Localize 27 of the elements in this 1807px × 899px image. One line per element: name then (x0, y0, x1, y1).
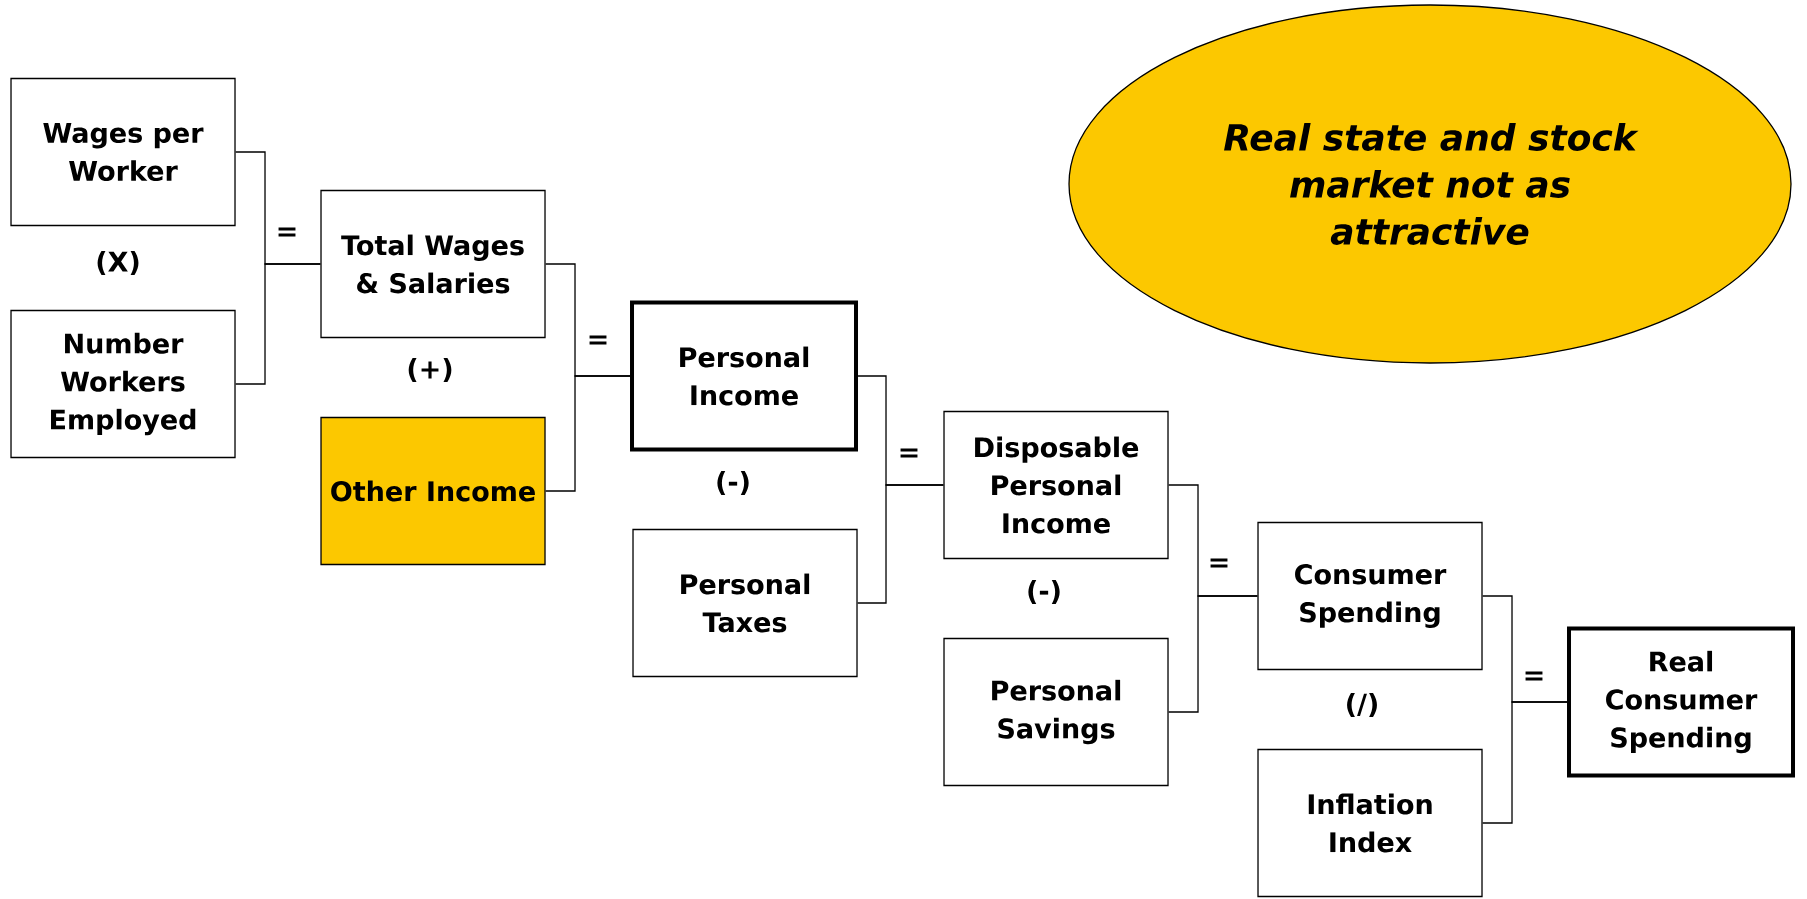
process-box: Other Income (320, 416, 546, 566)
operator-label: (+) (408, 357, 452, 382)
connector-line (1482, 701, 1568, 824)
connector-line (545, 375, 631, 492)
process-box: Total Wages & Salaries (320, 189, 546, 339)
process-box: Personal Income (630, 300, 858, 452)
connector-line (235, 263, 321, 385)
process-box: Disposable Personal Income (943, 410, 1169, 560)
process-box: Real Consumer Spending (1567, 626, 1795, 778)
equals-sign: = (589, 335, 607, 345)
equals-sign: = (278, 227, 296, 237)
process-box: Inflation Index (1257, 748, 1483, 898)
operator-label: (X) (97, 250, 139, 275)
process-box: Personal Savings (943, 637, 1169, 787)
process-box: Personal Taxes (632, 528, 858, 678)
equals-sign: = (1210, 558, 1228, 568)
process-box: Number Workers Employed (10, 309, 236, 459)
process-box: Wages per Worker (10, 77, 236, 227)
process-box: Consumer Spending (1257, 521, 1483, 671)
operator-label: (-) (1028, 579, 1060, 604)
equals-sign: = (1525, 671, 1543, 681)
operator-label: (/) (1347, 692, 1377, 717)
connector-line (1168, 595, 1258, 713)
connector-line (857, 484, 944, 604)
equals-sign: = (900, 448, 918, 458)
oval-callout: Real state and stock market not as attractive (1068, 4, 1792, 364)
operator-label: (-) (717, 470, 749, 495)
